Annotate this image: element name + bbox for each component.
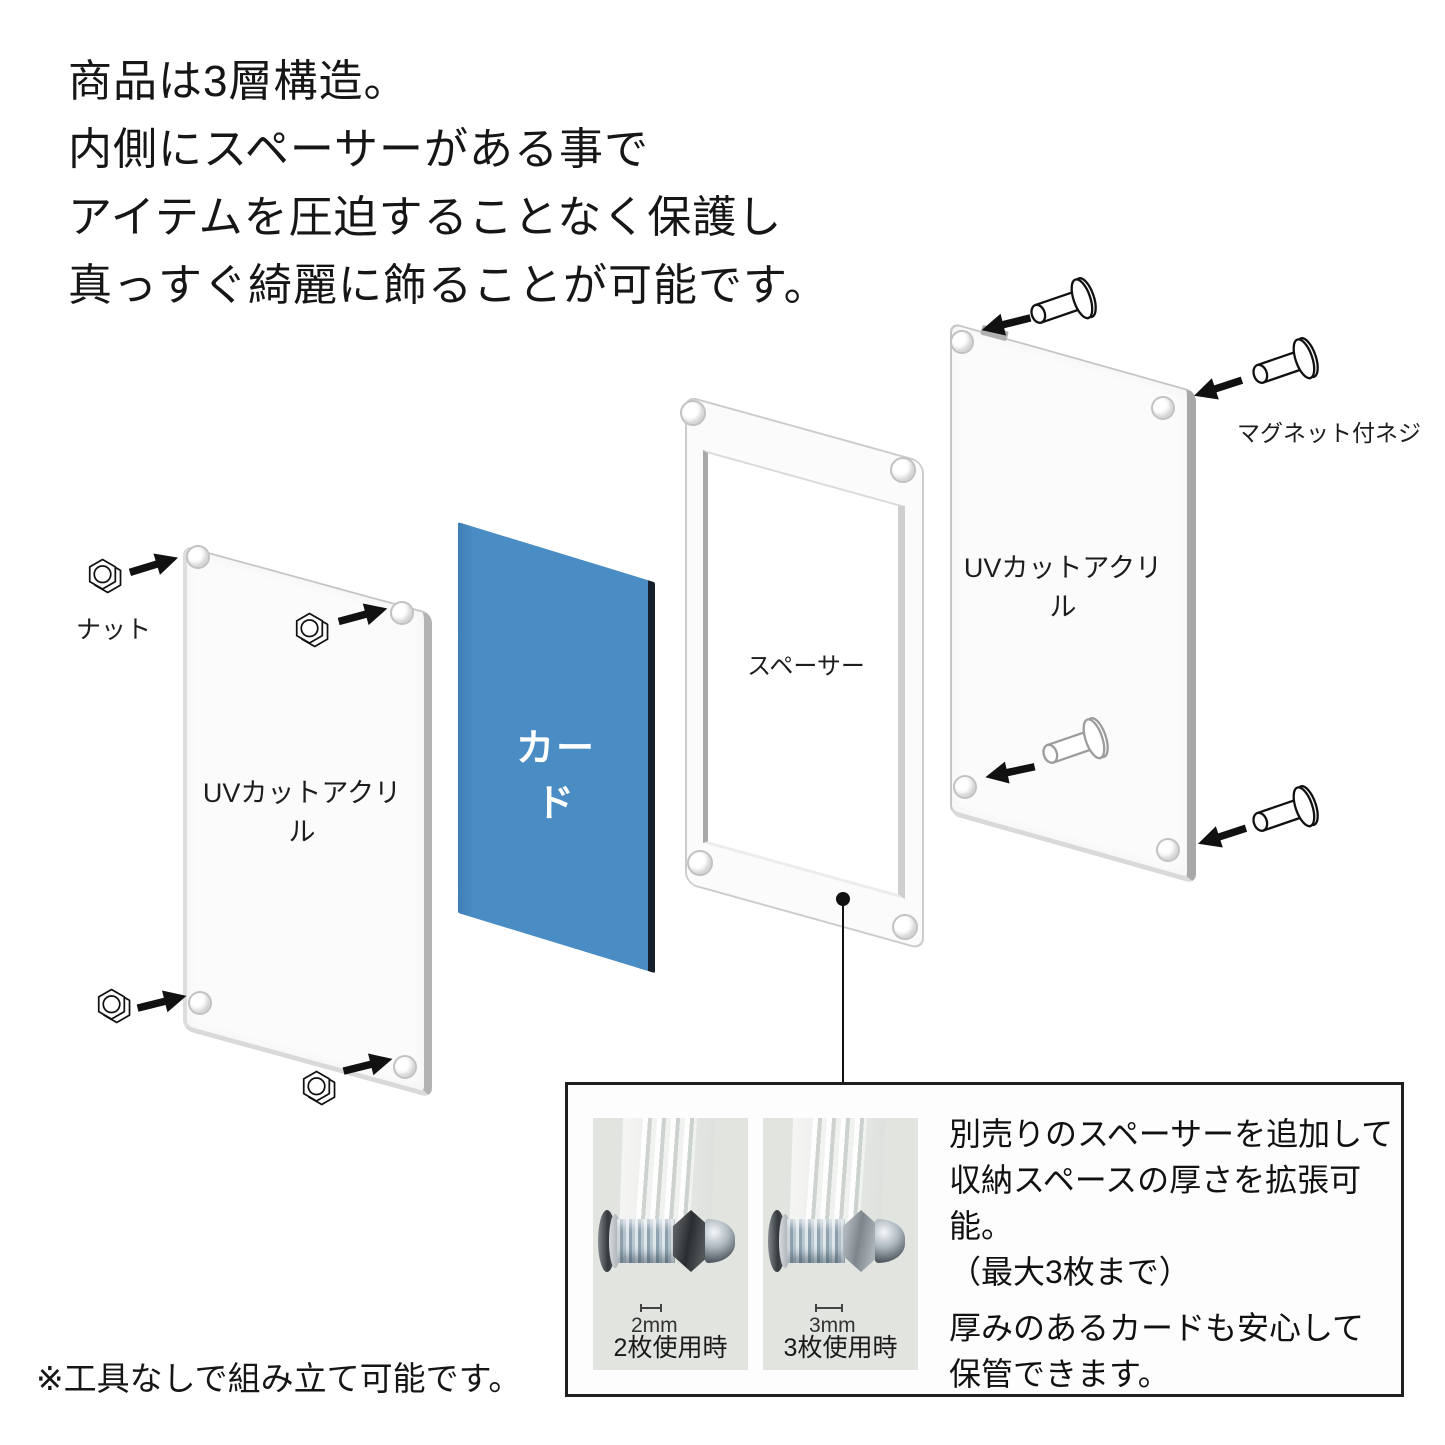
screw-thread xyxy=(787,1219,845,1263)
magnet-screw-label: マグネット付ネジ xyxy=(1237,420,1421,446)
inset-text-line: 保管できます。 xyxy=(949,1356,1170,1392)
screw-hole xyxy=(186,545,210,569)
inset-text-line: （最大3枚まで） xyxy=(949,1254,1191,1290)
screw-hole xyxy=(680,400,706,426)
nut-icon xyxy=(293,610,333,650)
arrow-icon xyxy=(1193,815,1251,858)
inset-description: 別売りのスペーサーを追加して 収納スペースの厚さを拡張可能。 （最大3枚まで） … xyxy=(949,1111,1401,1397)
screw-hole xyxy=(687,850,713,876)
screw-hole xyxy=(1151,396,1175,420)
acorn-nut xyxy=(705,1219,735,1263)
screw-hole xyxy=(393,1055,417,1079)
spacer-photo-3sheets: 3mm 3枚使用時 xyxy=(763,1118,918,1370)
inset-text-line: 収納スペースの厚さを拡張可能。 xyxy=(949,1162,1362,1244)
leader-dot xyxy=(836,892,850,906)
card-label: カード xyxy=(515,728,596,825)
nut-icon xyxy=(86,556,126,596)
measure-mark xyxy=(640,1304,662,1312)
screw-hole xyxy=(892,914,918,940)
heading-line: 真っすぐ綺麗に飾ることが可能です。 xyxy=(68,261,829,310)
arrow-icon xyxy=(125,544,183,586)
nut-label: ナット xyxy=(76,616,152,644)
spacer-photo-2sheets: 2mm 2枚使用時 xyxy=(593,1118,748,1370)
nut-icon xyxy=(300,1068,340,1108)
screw-hole xyxy=(188,991,212,1015)
nut-icon xyxy=(95,986,135,1026)
screw-hole xyxy=(390,601,414,625)
photo-caption: 3枚使用時 xyxy=(783,1334,898,1362)
footnote: ※工具なしで組み立て可能です。 xyxy=(36,1360,522,1397)
acorn-nut xyxy=(875,1219,905,1263)
heading-line: アイテムを圧迫することなく保護し xyxy=(68,193,783,242)
heading: 商品は3層構造。 内側にスペーサーがある事で アイテムを圧迫することなく保護し … xyxy=(68,48,829,320)
measure-value: 3mm xyxy=(809,1314,856,1337)
screw-icon xyxy=(1238,331,1327,402)
screw-hole xyxy=(953,775,977,799)
leader-line xyxy=(842,903,844,1082)
measure-value: 2mm xyxy=(631,1314,678,1337)
spacer-label: スペーサー xyxy=(747,653,865,680)
left-panel-label: UVカットアクリル xyxy=(202,778,402,847)
heading-line: 商品は3層構造。 xyxy=(68,57,409,106)
arrow-icon xyxy=(977,304,1034,344)
photo-caption: 2枚使用時 xyxy=(613,1334,728,1362)
heading-line: 内側にスペーサーがある事で xyxy=(68,125,650,174)
screw-hole xyxy=(890,457,916,483)
screw-hole xyxy=(1156,838,1180,862)
measure-mark xyxy=(815,1304,843,1312)
right-panel-label: UVカットアクリル xyxy=(963,553,1163,622)
screw-thread xyxy=(617,1219,675,1263)
screw-icon xyxy=(1238,779,1327,850)
inset-text-line: 厚みのあるカードも安心して xyxy=(949,1310,1365,1346)
inset-text-line: 別売りのスペーサーを追加して xyxy=(949,1116,1394,1152)
spacer-detail-box: 2mm 2枚使用時 3mm 3枚使用時 別売りのスペーサーを追加して 収納スペー… xyxy=(565,1082,1404,1397)
arrow-icon xyxy=(1189,367,1247,410)
screw-hole xyxy=(950,330,974,354)
